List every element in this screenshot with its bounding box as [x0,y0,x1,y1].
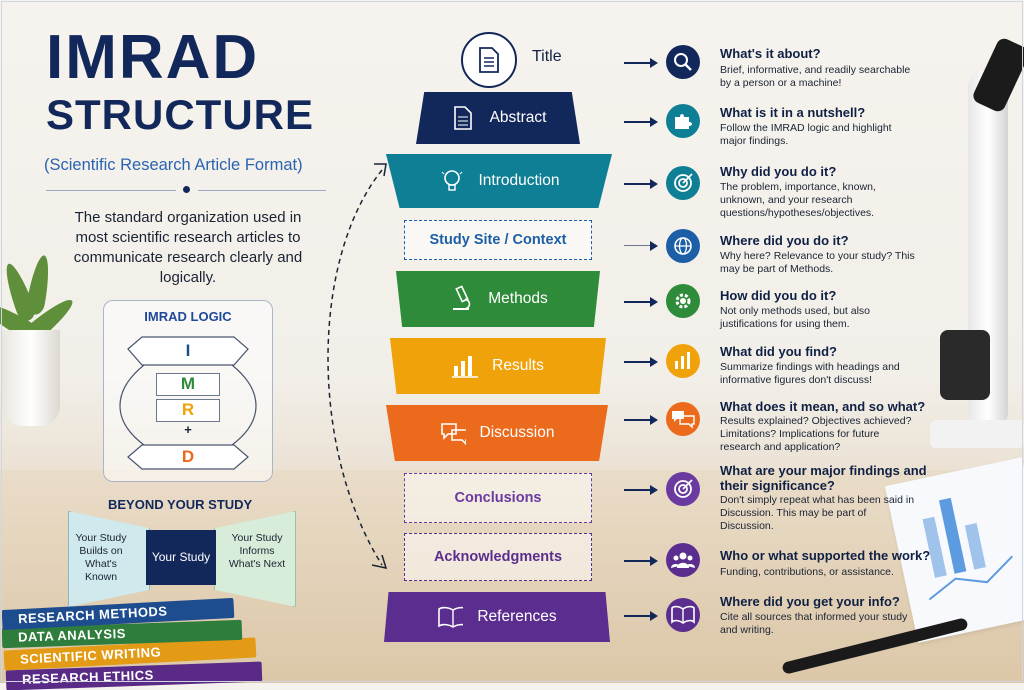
section-title-label: Title [532,48,562,65]
divider [46,190,176,191]
arrow [624,485,658,495]
speech-bubbles-icon [666,402,700,436]
section-discussion: Discussion [386,405,608,461]
title-icon-circle [461,32,517,88]
answer-references: Cite all sources that informed your stud… [720,611,908,636]
section-results-label: Results [492,357,544,374]
section-discussion-label: Discussion [479,424,555,441]
section-introduction-label: Introduction [478,172,560,189]
arrow [624,179,658,189]
answer-abstract: Follow the IMRAD logic and highlight maj… [720,122,892,147]
section-acknowledgments: Acknowledgments [404,533,592,581]
speech-bubbles-icon [440,420,466,446]
section-study-site: Study Site / Context [404,220,592,260]
chart-paper [884,457,1024,643]
target-icon [666,472,700,506]
document-icon [450,105,476,131]
answer-acknowledgments: Funding, contributions, or assistance. [720,566,894,578]
answer-discussion: Results explained? Objectives achieved? … [720,415,912,453]
question-conclusions: What are your major findings and their s… [720,463,927,493]
plant-leaf [24,253,54,317]
microscope-lens [940,330,990,400]
target-icon [666,166,700,200]
section-introduction: Introduction [386,154,612,208]
section-methods: Methods [396,271,600,327]
section-references-label: References [477,608,557,625]
question-discussion: What does it mean, and so what? [720,399,926,414]
question-references: Where did you get your info? [720,594,900,609]
puzzle-icon [666,104,700,138]
question-methods: How did you do it? [720,288,837,303]
imrad-logic-box: IMRAD LOGIC I M R + D [103,300,273,482]
arrow [624,117,658,127]
loop-arrow [327,163,388,570]
answer-study-site: Why here? Relevance to your study? This … [720,250,915,275]
page-title-line2: STRUCTURE [46,91,314,138]
section-references: References [384,592,610,642]
arrow [624,415,658,425]
bar-chart-icon [666,344,700,378]
paper-chart-icon [922,497,1013,601]
question-study-site: Where did you do it? [720,233,849,248]
page-subtitle: (Scientific Research Article Format) [44,156,303,174]
open-book-icon [437,604,464,630]
question-results: What did you find? [720,344,837,359]
people-icon [666,543,700,577]
arrow [624,357,658,367]
plant-pot [2,330,60,426]
document-icon [479,47,499,73]
imrad-letter-i: I [185,341,191,360]
section-abstract: Abstract [416,92,580,144]
section-abstract-label: Abstract [489,109,547,126]
section-results: Results [390,338,606,394]
bar-chart-icon [452,353,479,379]
gear-icon [666,284,700,318]
page-title: IMRAD [46,23,260,92]
imrad-letter-r: R [181,400,195,419]
imrad-plus: + [184,422,192,437]
magnifier-icon [666,45,700,79]
open-book-icon [666,598,700,632]
answer-introduction: The problem, importance, known, unknown,… [720,181,876,219]
divider-dot [183,186,190,193]
globe-icon [666,229,700,263]
arrow [624,556,658,566]
imrad-cell-r [156,399,220,422]
imrad-letter-d: D [181,447,195,466]
question-introduction: Why did you do it? [720,164,837,179]
section-conclusions: Conclusions [404,473,592,523]
description: The standard organization used in most s… [73,209,303,286]
lightbulb-icon [439,168,465,194]
section-methods-label: Methods [488,290,548,307]
beyond-right-text: Your Study Informs What's Next [228,532,286,570]
answer-methods: Not only methods used, but also justific… [720,305,871,330]
imrad-logic-title: IMRAD LOGIC [144,309,232,324]
question-title: What's it about? [720,46,821,61]
beyond-left-text: Your Study Builds on What's Known [75,532,127,583]
microscope-base [930,420,1024,448]
imrad-cell-m [156,373,220,396]
arrow [624,611,658,621]
question-abstract: What is it in a nutshell? [720,105,866,120]
divider [198,190,326,191]
microscope-icon [448,285,474,312]
imrad-letter-m: M [180,374,196,393]
beyond-title: BEYOND YOUR STUDY [108,497,253,512]
answer-results: Summarize findings with headings and inf… [720,361,900,386]
answer-title: Brief, informative, and readily searchab… [720,64,911,89]
arrow [624,241,658,251]
question-acknowledgments: Who or what supported the work? [720,548,931,563]
answer-conclusions: Don't simply repeat what has been said i… [720,494,915,532]
hourglass-diagram [119,336,257,470]
your-study-box: Your Study [146,530,216,585]
arrow [624,58,658,68]
arrow [624,297,658,307]
